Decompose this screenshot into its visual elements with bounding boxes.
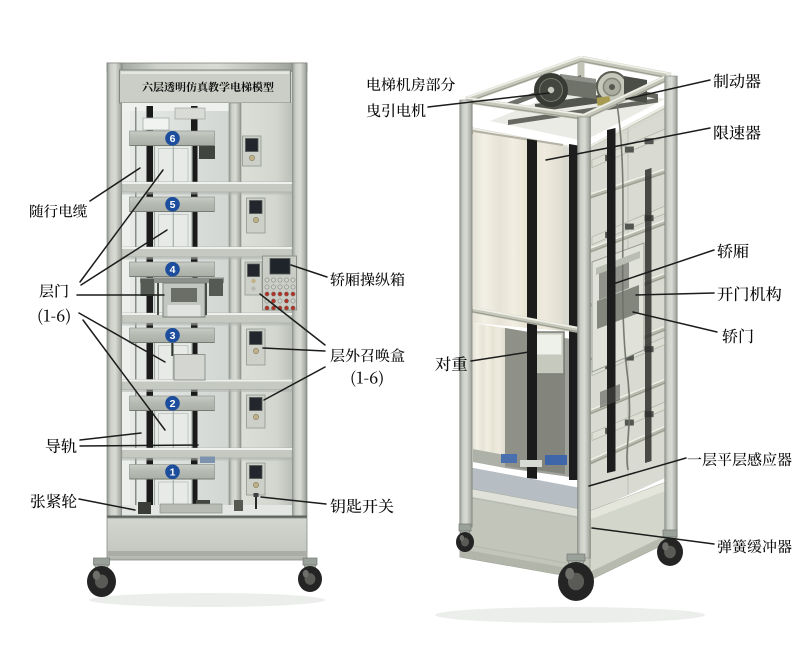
svg-text:2: 2	[170, 398, 176, 410]
svg-text:4: 4	[170, 264, 176, 276]
svg-text:3: 3	[170, 330, 176, 342]
svg-text:6: 6	[170, 133, 176, 145]
svg-text:1: 1	[170, 467, 176, 479]
svg-text:5: 5	[170, 199, 176, 211]
